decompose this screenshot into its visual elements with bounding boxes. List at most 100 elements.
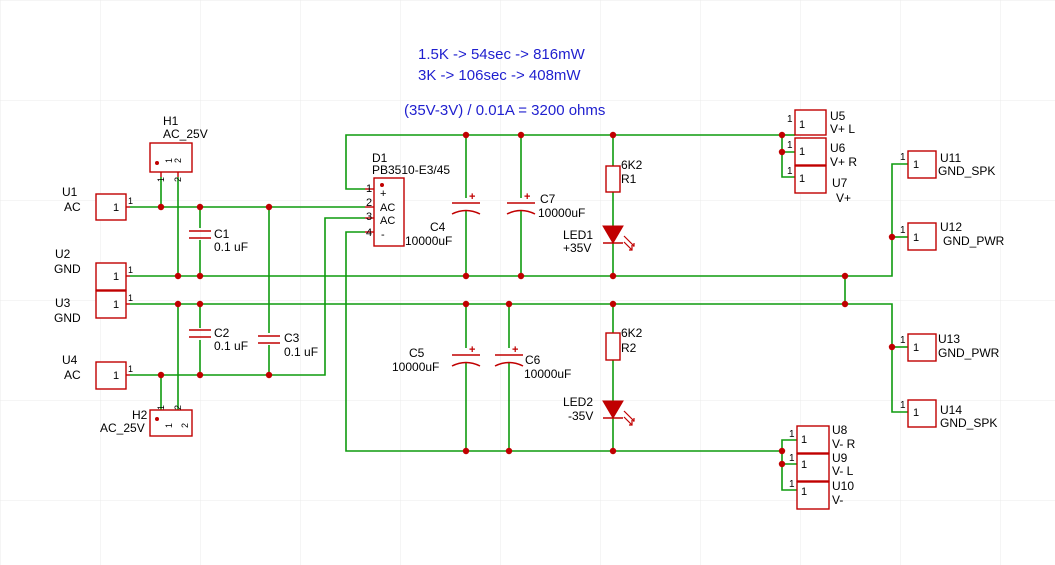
led2-triangle[interactable] — [602, 400, 624, 419]
u4-value: AC — [64, 368, 81, 382]
u4-pin-number: 1 — [113, 370, 119, 382]
d1-pin-label-2: AC — [380, 202, 395, 214]
u5-body[interactable] — [794, 109, 827, 136]
r2-ref: R2 — [621, 341, 637, 355]
u3-body[interactable] — [95, 290, 127, 319]
junction — [505, 447, 513, 455]
junction — [157, 203, 165, 211]
u14-value: GND_SPK — [940, 416, 997, 430]
u11-pin: 1 — [913, 159, 919, 171]
junction — [462, 300, 470, 308]
wire-d1-pin1[interactable] — [345, 134, 782, 190]
u10-body[interactable] — [796, 481, 830, 510]
u4-body[interactable] — [95, 361, 127, 390]
junction — [778, 148, 786, 156]
c6-plate-bottom[interactable] — [494, 361, 524, 367]
u6-body[interactable] — [794, 137, 827, 166]
u11-value: GND_SPK — [938, 164, 995, 178]
c4-ref: C4 — [430, 220, 446, 234]
u2-body[interactable] — [95, 262, 127, 291]
u7-pin: 1 — [799, 173, 805, 185]
u8-pin: 1 — [801, 434, 807, 446]
u9-value: V- L — [832, 464, 854, 478]
h1-pin1-label: 1 — [164, 158, 174, 163]
d1-ref: D1 — [372, 151, 388, 165]
junction — [609, 272, 617, 280]
led1-triangle[interactable] — [602, 225, 624, 244]
u3-ref: U3 — [55, 296, 71, 310]
junction — [196, 371, 204, 379]
c7-plate-bottom[interactable] — [506, 209, 536, 215]
c5-plus-mark: + — [469, 344, 475, 356]
u1-body[interactable] — [95, 193, 127, 221]
u7-body[interactable] — [794, 165, 827, 194]
h1-body[interactable] — [149, 142, 193, 173]
component-labels: 1 1 1 1 1 1 1 1 U1 AC U2 GND U3 GND U4 A… — [54, 109, 1005, 507]
u8-body[interactable] — [796, 425, 830, 454]
wire-gnd-u11[interactable] — [845, 163, 908, 277]
c6-ref: C6 — [525, 353, 541, 367]
u10-pin: 1 — [801, 486, 807, 498]
d1-pin-number-3: 3 — [366, 211, 372, 223]
r2-body[interactable] — [605, 332, 621, 361]
h2-body[interactable] — [149, 409, 193, 437]
u1-value: AC — [64, 200, 81, 214]
u2-value: GND — [54, 262, 81, 276]
c4-plate-bottom[interactable] — [451, 209, 481, 215]
u10-ref: U10 — [832, 479, 854, 493]
wire-u8[interactable] — [781, 439, 797, 451]
h1-ref: H1 — [163, 114, 179, 128]
wire-u10[interactable] — [781, 464, 797, 491]
led2-value: -35V — [568, 409, 593, 423]
junction — [778, 460, 786, 468]
r1-ref: R1 — [621, 172, 637, 186]
junction — [174, 272, 182, 280]
u12-body[interactable] — [907, 222, 937, 251]
u9-body[interactable] — [796, 453, 830, 482]
r1-body[interactable] — [605, 165, 621, 193]
junction — [778, 447, 786, 455]
c5-plate-bottom[interactable] — [451, 361, 481, 367]
u3-value: GND — [54, 311, 81, 325]
junction — [517, 131, 525, 139]
junction — [609, 447, 617, 455]
h2-pin2-label: 2 — [180, 423, 190, 428]
wire-u7[interactable] — [781, 152, 795, 178]
d1-pin-label-3: AC — [380, 215, 395, 227]
u11-pin-outer: 1 — [900, 152, 906, 163]
d1-pin-number-1: 1 — [366, 183, 372, 195]
u12-pin: 1 — [913, 232, 919, 244]
junction — [505, 300, 513, 308]
u4-ref: U4 — [62, 353, 78, 367]
junction — [609, 300, 617, 308]
u13-body[interactable] — [907, 333, 937, 362]
r1-value: 6K2 — [621, 158, 643, 172]
c4-plus-mark: + — [469, 191, 475, 203]
led2-ref: LED2 — [563, 395, 593, 409]
u11-body[interactable] — [907, 150, 937, 179]
h2-pin1-outer: 1 — [156, 405, 166, 410]
u1-pin-number: 1 — [113, 202, 119, 214]
u14-ref: U14 — [940, 403, 962, 417]
u14-pin: 1 — [913, 407, 919, 419]
d1-pin-label-1: + — [380, 188, 386, 200]
u14-body[interactable] — [907, 399, 937, 428]
note-line-2: 3K -> 106sec -> 408mW — [418, 67, 581, 84]
junction — [841, 272, 849, 280]
h2-value: AC_25V — [100, 421, 145, 435]
wire-u4-ac[interactable] — [130, 217, 365, 376]
wire-d1-pin4[interactable] — [345, 231, 782, 452]
u13-pin-outer: 1 — [900, 335, 906, 346]
h1-pin1-dot — [155, 161, 159, 165]
c5-value: 10000uF — [392, 360, 439, 374]
u14-pin-outer: 1 — [900, 400, 906, 411]
d1-value: PB3510-E3/45 — [372, 163, 450, 177]
u4-pin-number-outer: 1 — [128, 364, 133, 374]
c1-ref: C1 — [214, 227, 230, 241]
u12-pin-outer: 1 — [900, 225, 906, 236]
d1-body[interactable] — [373, 177, 405, 247]
u5-pin-outer: 1 — [787, 114, 793, 125]
u6-ref: U6 — [830, 141, 846, 155]
led1-ref: LED1 — [563, 228, 593, 242]
